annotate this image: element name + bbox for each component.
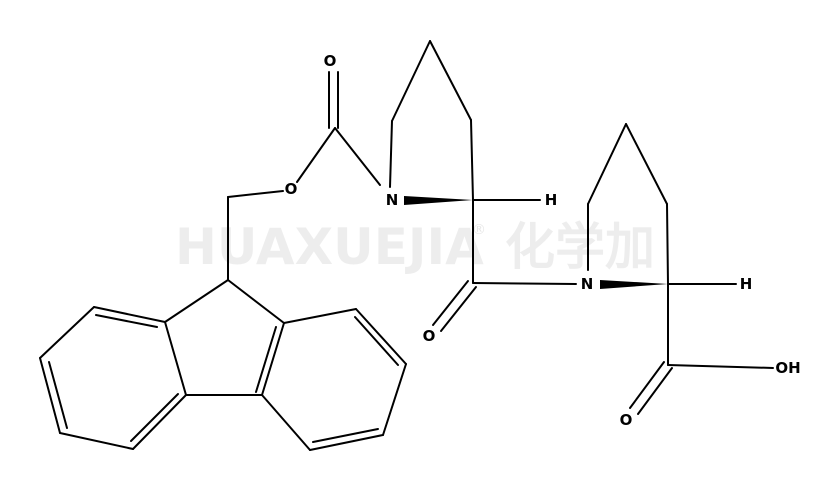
atom-O-acid: O [620, 411, 633, 429]
watermark: HUAXUEJIA ® 化学加 [175, 218, 655, 276]
atom-H-stereo-2: H [740, 275, 753, 293]
atom-N-pyrrolidine-1: N [386, 191, 399, 209]
atom-O-ester: O [285, 180, 298, 198]
amide-linkage [432, 199, 577, 332]
stereo-wedge-1 [404, 196, 473, 205]
atom-H-stereo-1: H [545, 191, 558, 209]
fluorenyl-group [39, 279, 407, 451]
watermark-chinese: 化学加 [505, 218, 655, 276]
atom-N-pyrrolidine-2: N [581, 275, 594, 293]
watermark-registered-mark: ® [472, 222, 486, 238]
fmoc-carbamate [227, 71, 381, 281]
atom-O-amide: O [423, 327, 436, 345]
carboxylic-acid [629, 283, 774, 415]
watermark-text: HUAXUEJIA [175, 218, 484, 276]
pyrrolidine-ring-1 [389, 40, 541, 205]
pyrrolidine-ring-2 [587, 123, 737, 289]
stereo-wedge-2 [600, 280, 668, 289]
atom-OH-acid: OH [775, 359, 800, 377]
atom-O-carbonyl-top: O [324, 52, 337, 70]
